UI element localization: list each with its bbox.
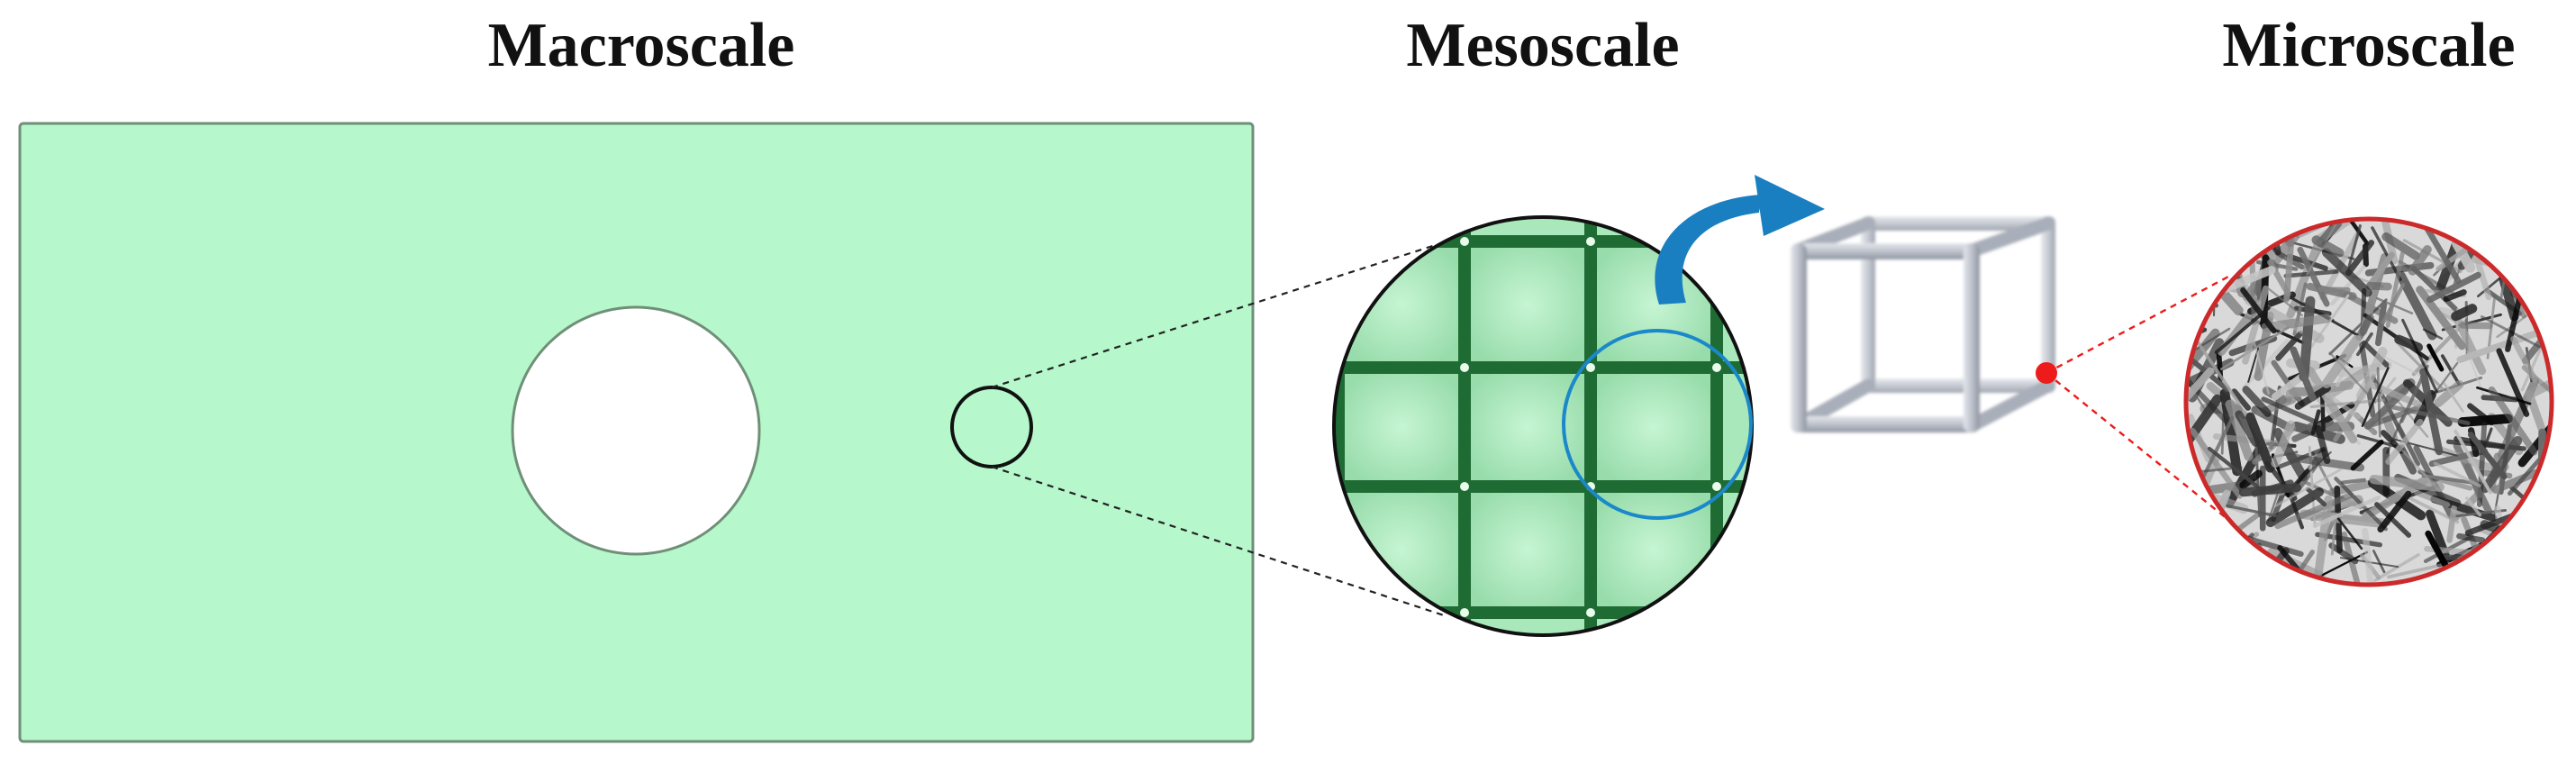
cube-lattice-icon <box>1791 216 2055 432</box>
microstructure-connector <box>2036 273 2238 528</box>
curved-arrow-icon <box>1655 175 1825 305</box>
lattice-cells <box>1344 247 1711 607</box>
microstructure-texture <box>2183 216 2554 587</box>
mesoscale-title: Mesoscale <box>1406 11 1680 80</box>
microscale-title: Microscale <box>2222 11 2516 80</box>
macroscale-title: Macroscale <box>487 11 795 80</box>
unit-cell-highlight-circle <box>1562 329 1753 520</box>
plate-hole <box>511 305 761 556</box>
sample-point-marker <box>2036 362 2057 384</box>
macroscale-panel <box>18 122 1255 743</box>
mesoscale-lattice-circle <box>1332 215 1754 637</box>
zoom-connector-lines <box>991 241 1447 618</box>
